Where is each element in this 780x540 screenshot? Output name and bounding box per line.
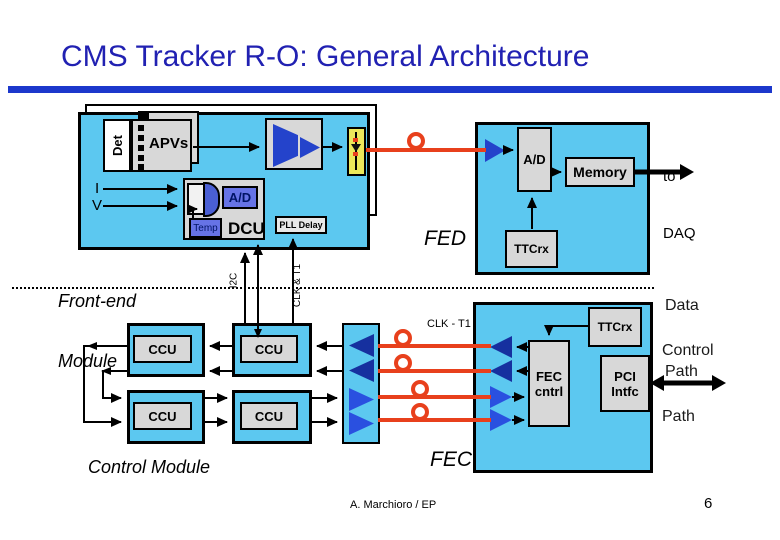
- dcu-box: A/D Temp DCU: [183, 178, 265, 240]
- fec-ttcrx-box: TTCrx: [588, 307, 642, 347]
- ccu-box-top-left: CCU: [133, 335, 192, 363]
- pci-intfc-box: PCI Intfc: [600, 355, 650, 412]
- fed-ttcrx-label: TTCrx: [514, 242, 549, 256]
- i2c-label: I2C: [228, 272, 240, 288]
- fec-ttcrx-label: TTCrx: [597, 320, 633, 334]
- clk-t1-link-label: CLK - T1: [427, 318, 471, 330]
- control-path-label: Control Path: [662, 342, 714, 425]
- ccu-box-bottom-left: CCU: [133, 402, 192, 430]
- pll-delay-box: PLL Delay: [275, 216, 327, 234]
- data-path-label: Data Path: [665, 297, 699, 380]
- ccu-box-top-right: CCU: [240, 335, 298, 363]
- dcu-ad-label: A/D: [228, 190, 252, 205]
- dcu-ad-box: A/D: [222, 186, 258, 209]
- current-input-label: I: [95, 180, 100, 197]
- voltage-input-label: V: [92, 197, 103, 214]
- ccu-label: CCU: [148, 341, 177, 357]
- ccu-label: CCU: [148, 408, 177, 424]
- ccu-box-bottom-right: CCU: [240, 402, 298, 430]
- page-number: 6: [704, 495, 713, 512]
- apvs-back-pad: [140, 113, 149, 122]
- apvs-box: APVs: [131, 119, 192, 172]
- laser-box: [347, 127, 366, 176]
- control-module-label: Control Module: [88, 457, 211, 477]
- fec-label: FEC: [430, 448, 472, 471]
- title-underline: [8, 86, 772, 93]
- dcu-temp-box: Temp: [189, 218, 222, 238]
- fed-label: FED: [424, 227, 466, 250]
- ccu-label: CCU: [254, 341, 284, 357]
- dcu-label: DCU: [228, 219, 265, 238]
- ccu-label: CCU: [254, 408, 284, 424]
- fed-ttcrx-box: TTCrx: [505, 230, 558, 268]
- apvs-label: APVs: [149, 135, 189, 152]
- pll-delay-label: PLL Delay: [279, 220, 323, 230]
- det-label: Det: [109, 135, 125, 156]
- footer-author: A. Marchioro / EP: [350, 499, 437, 511]
- amp-box: [265, 118, 323, 170]
- fed-memory-label: Memory: [573, 164, 627, 180]
- front-end-module-label: Front-end Module: [58, 291, 137, 371]
- det-box: Det: [103, 119, 131, 172]
- clk-t1-bus-label: CLK & T1: [292, 263, 304, 307]
- fec-cntrl-label: FEC cntrl: [534, 368, 564, 399]
- dcu-mux-shape: [203, 182, 220, 217]
- fec-cntrl-box: FEC cntrl: [528, 340, 570, 427]
- pci-intfc-label: PCI Intfc: [611, 368, 639, 399]
- page-title: CMS Tracker R-O: General Architecture: [61, 40, 590, 73]
- dcu-temp-label: Temp: [193, 222, 218, 234]
- fed-panel: [475, 122, 650, 275]
- amp-stage1-triangle: [273, 124, 298, 167]
- fed-memory-box: Memory: [565, 157, 635, 187]
- amp-stage2-triangle: [300, 137, 320, 158]
- fed-ad-label: A/D: [523, 152, 546, 167]
- fed-ad-box: A/D: [517, 127, 552, 192]
